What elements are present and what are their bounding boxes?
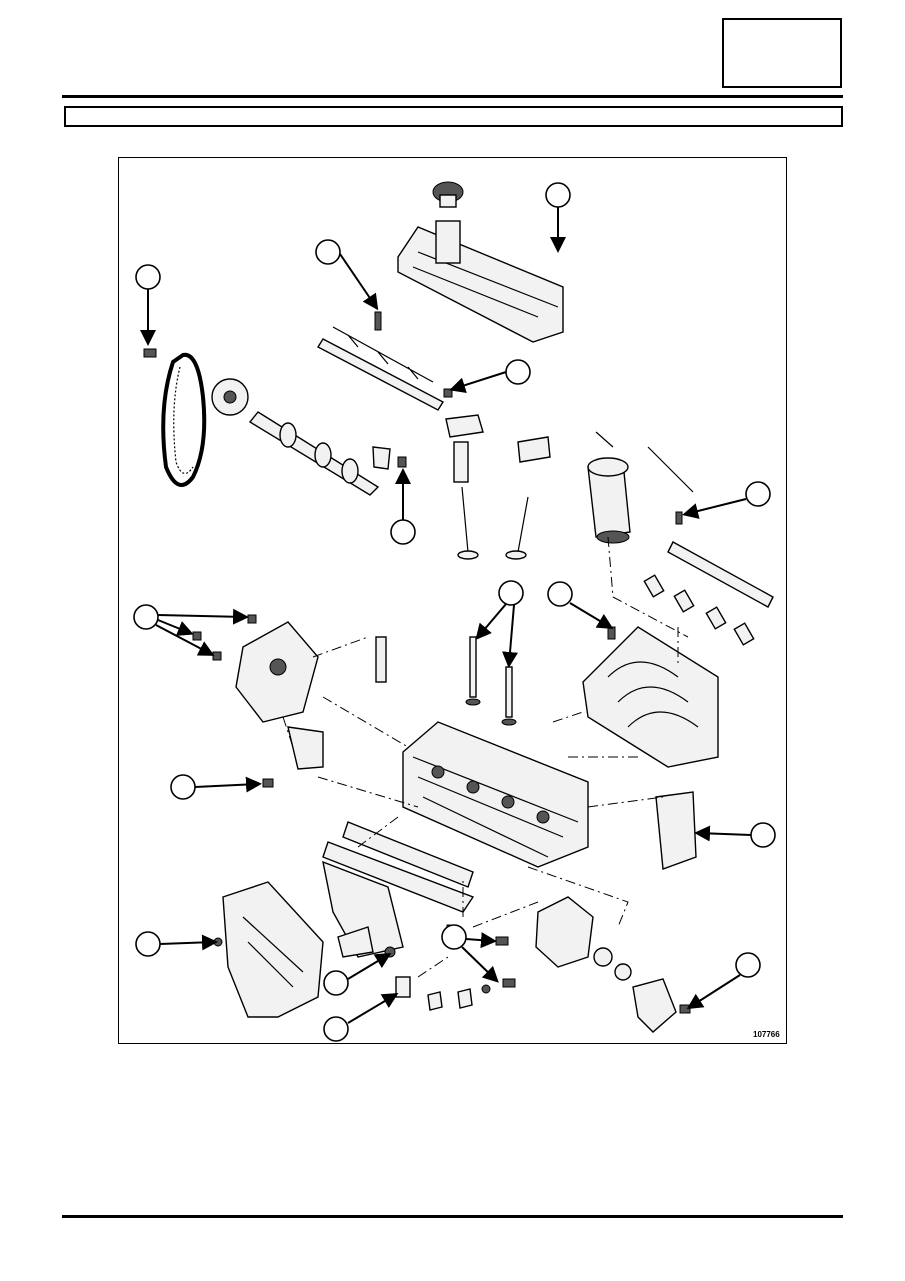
- assembly-lines: [282, 536, 689, 978]
- callout-circle: [441, 924, 467, 950]
- thermostat-housing: [495, 896, 691, 1033]
- callout-circle: [505, 359, 531, 385]
- header-rule: [62, 95, 843, 98]
- water-pump-bracket: [192, 614, 387, 788]
- callout-circle: [750, 822, 776, 848]
- figure-frame: [118, 157, 787, 1044]
- cylinder-head: [402, 721, 589, 868]
- page-number-box: [722, 18, 842, 88]
- callout-circle: [498, 580, 524, 606]
- heat-shield: [213, 881, 324, 1018]
- section-title-box: [64, 106, 843, 127]
- callout-circle: [323, 1016, 349, 1042]
- exhaust-manifold: [322, 821, 475, 958]
- callout-circle: [170, 774, 196, 800]
- callout-circle: [745, 481, 771, 507]
- callout-circle: [390, 519, 416, 545]
- camshaft-sensor: [372, 446, 407, 470]
- inlet-manifold: [582, 626, 719, 870]
- valve-train: [443, 388, 551, 560]
- callout-circle: [547, 581, 573, 607]
- callouts: [133, 182, 776, 1042]
- callout-circle: [315, 239, 341, 265]
- footer-rule: [62, 1215, 843, 1218]
- camshaft-assembly: [143, 348, 380, 496]
- camshaft-rail: [317, 311, 444, 411]
- timing-belt: [161, 352, 207, 487]
- callout-circle: [545, 182, 571, 208]
- head-bolts: [465, 636, 517, 726]
- callout-circle: [135, 264, 161, 290]
- rocker-cover: [397, 181, 564, 343]
- callout-circle: [135, 931, 161, 957]
- figure-reference-number: 107766: [753, 1030, 780, 1039]
- exploded-engine-diagram: 107766: [133, 181, 780, 1042]
- injector-rail: [643, 511, 774, 646]
- throttle-body: [587, 431, 694, 544]
- callout-circle: [323, 970, 349, 996]
- callout-circle: [735, 952, 761, 978]
- callout-circle: [133, 604, 159, 630]
